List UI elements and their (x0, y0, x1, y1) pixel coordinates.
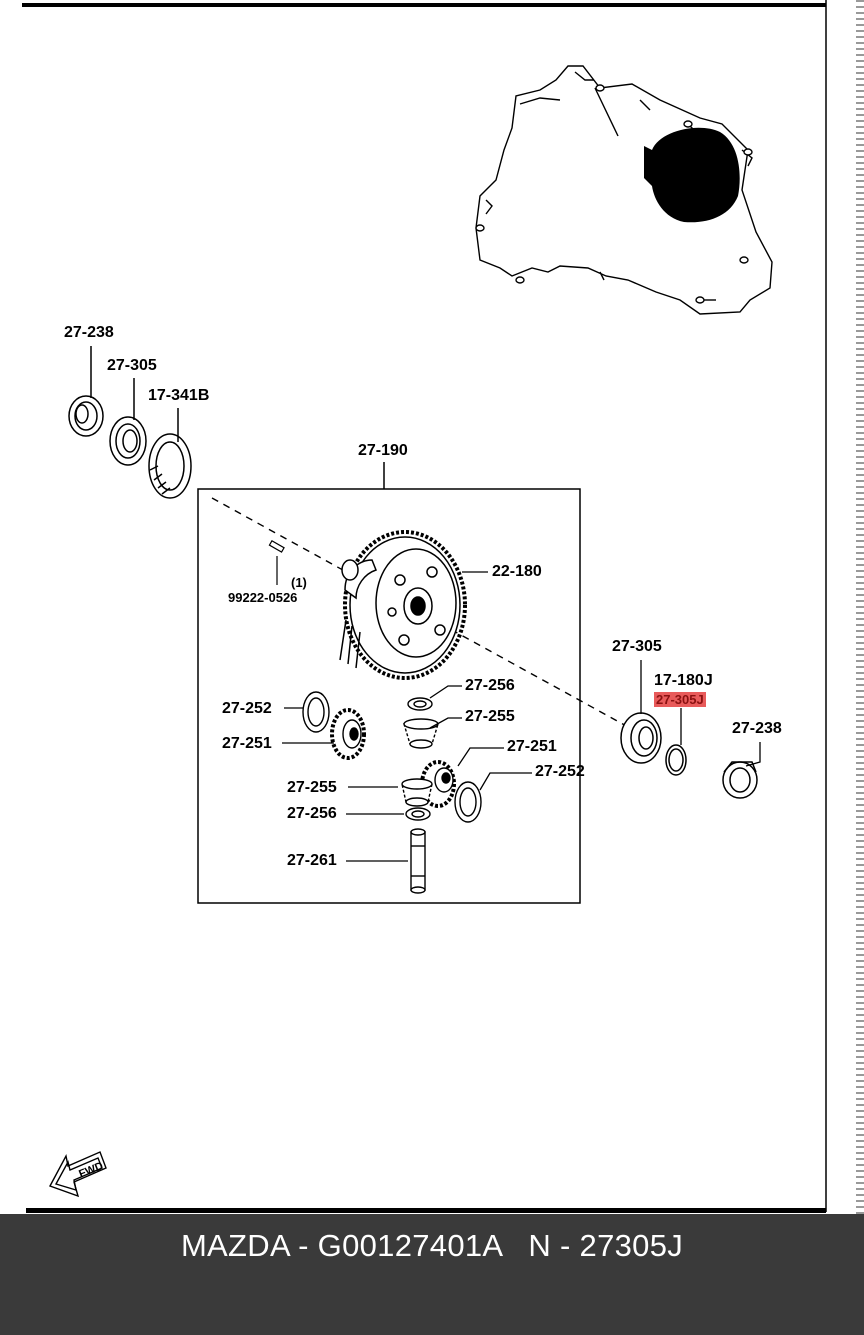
adjusting-shim-left (148, 433, 192, 499)
pin-quantity-label: (1) (291, 575, 307, 590)
part-label-27-251-right: 27-251 (507, 738, 557, 755)
scan-edge-strip (856, 0, 864, 1214)
part-caption: MAZDA - G00127401A N - 27305J (180, 1228, 684, 1263)
ring-gear-case (339, 530, 467, 680)
parts-diagram: FWD 27-238 27-305 17-341B 27-190 22-180 … (22, 0, 864, 1214)
bottom-border-line (26, 1208, 826, 1213)
differential-assembly-box (197, 488, 581, 904)
thrust-washer-27-252-right (454, 781, 482, 823)
pin-99222-0526 (268, 539, 285, 553)
thrust-washer-27-256-top (407, 697, 433, 711)
part-label-27-261: 27-261 (287, 852, 337, 869)
top-border-line (22, 3, 826, 7)
oil-seal-left (68, 395, 104, 437)
diagram-drawing: FWD (22, 0, 827, 1213)
part-label-17-341b: 17-341B (148, 387, 210, 404)
part-label-27-190: 27-190 (358, 442, 408, 459)
part-label-22-180: 22-180 (492, 563, 542, 580)
bearing-left (109, 416, 147, 466)
part-label-27-238-right: 27-238 (732, 720, 782, 737)
part-label-27-305-top: 27-305 (107, 357, 157, 374)
part-label-27-255-top: 27-255 (465, 708, 515, 725)
pinion-gear-27-255-bottom (401, 778, 433, 807)
part-label-27-305j-highlighted[interactable]: 27-305J (654, 692, 706, 707)
part-label-27-252-right: 27-252 (535, 763, 585, 780)
part-label-17-180j: 17-180J (654, 672, 713, 689)
part-label-27-256-top: 27-256 (465, 677, 515, 694)
part-label-27-251-left: 27-251 (222, 735, 272, 752)
pinion-gear-27-255-top (403, 718, 439, 749)
part-label-99222-0526: 99222-0526 (228, 590, 298, 605)
thrust-washer-27-256-bottom (405, 807, 431, 821)
bearing-right (620, 712, 662, 764)
fwd-arrow-icon: FWD (49, 1151, 107, 1198)
thrust-washer-27-252-left (302, 691, 330, 733)
caption-bar: MAZDA - G00127401A N - 27305J (0, 1214, 864, 1335)
side-gear-27-251-left (330, 708, 366, 760)
oil-seal-right (722, 761, 758, 799)
part-label-27-252-left: 27-252 (222, 700, 272, 717)
part-label-27-256-left: 27-256 (287, 805, 337, 822)
part-label-27-305-right: 27-305 (612, 638, 662, 655)
part-label-27-255-left: 27-255 (287, 779, 337, 796)
differential-location-highlight (644, 127, 740, 223)
part-label-27-238-top: 27-238 (64, 324, 114, 341)
pinion-shaft-27-261 (410, 828, 426, 894)
adjusting-shim-27-305j (665, 744, 687, 776)
